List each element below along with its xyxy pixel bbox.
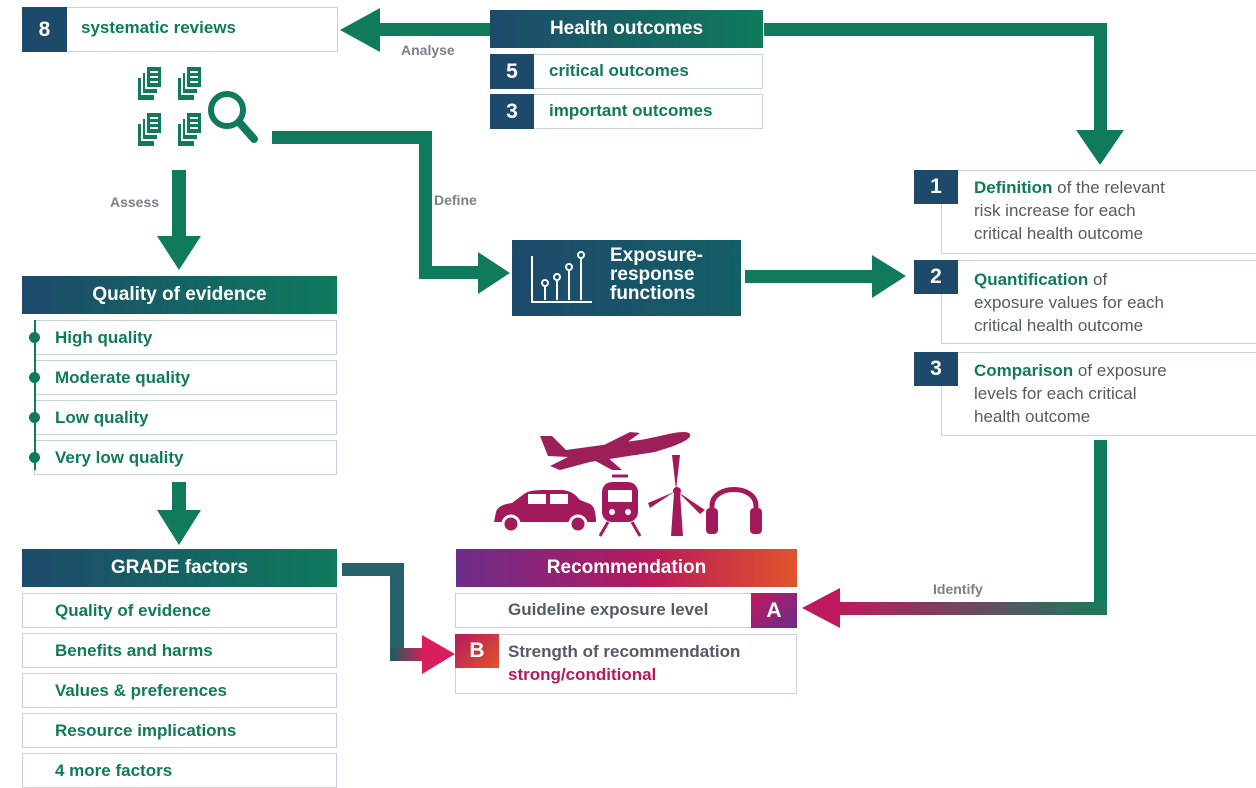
critical-outcomes-box: [490, 54, 763, 89]
health-outcomes-header: Health outcomes: [490, 10, 763, 48]
important-outcomes-count: 3: [490, 94, 534, 129]
analyse-arrow: [340, 8, 490, 52]
step-2-number: 2: [914, 260, 958, 294]
step-3-rest: of exposure: [1073, 361, 1167, 380]
step-3-text: Comparison of exposure levels for each c…: [974, 359, 1167, 428]
step-3-line2: levels for each critical: [974, 384, 1137, 403]
step-3-box: [941, 352, 1256, 436]
grade-item: Values & preferences: [22, 673, 337, 708]
important-outcomes-box: [490, 94, 763, 129]
badge-b: B: [455, 634, 499, 668]
step-3-number: 3: [914, 352, 958, 386]
erf-line-3: functions: [610, 283, 696, 304]
critical-outcomes-count: 5: [490, 54, 534, 89]
grade-item: 4 more factors: [22, 753, 337, 788]
define-label: Define: [434, 192, 477, 208]
quality-to-grade-arrow: [157, 482, 201, 545]
quality-item: Very low quality: [34, 440, 337, 475]
analyse-label: Analyse: [401, 42, 455, 58]
identify-arrow: [802, 440, 1107, 628]
outcomes-to-steps-arrow: [764, 23, 1124, 165]
identify-label: Identify: [933, 581, 983, 597]
systematic-reviews-label: systematic reviews: [81, 18, 236, 37]
bullet-line: [34, 320, 36, 470]
step-2-box: [941, 260, 1256, 344]
step-2-line2: exposure values for each: [974, 293, 1164, 312]
badge-a: A: [751, 593, 797, 628]
strength-value: strong/conditional: [508, 665, 657, 684]
define-arrow: [272, 131, 510, 294]
guideline-label: Guideline exposure level: [508, 600, 709, 619]
grade-item: Benefits and harms: [22, 633, 337, 668]
quality-of-evidence-header: Quality of evidence: [22, 276, 337, 314]
step-1-line2: risk increase for each: [974, 201, 1136, 220]
grade-to-b-arrow: [342, 563, 455, 674]
systematic-reviews-count: 8: [22, 7, 67, 52]
step-2-text: Quantification of exposure values for ea…: [974, 268, 1164, 337]
guideline-box: [455, 593, 797, 628]
assess-label: Assess: [110, 194, 160, 210]
grade-item: Quality of evidence: [22, 593, 337, 628]
step-1-bold: Definition: [974, 178, 1053, 197]
step-3-bold: Comparison: [974, 361, 1074, 380]
assess-arrow: [157, 170, 201, 270]
step-1-rest: of the relevant: [1052, 178, 1165, 197]
strength-box: [455, 634, 797, 694]
step-2-bold: Quantification: [974, 270, 1089, 289]
critical-outcomes-label: critical outcomes: [549, 61, 689, 80]
step-1-line3: critical health outcome: [974, 224, 1144, 243]
erf-to-step2-arrow: [745, 255, 906, 298]
grade-item: Resource implications: [22, 713, 337, 748]
grade-factors-header: GRADE factors: [22, 549, 337, 587]
important-outcomes-label: important outcomes: [549, 101, 713, 120]
exposure-response-label: Exposure- response functions: [610, 246, 703, 303]
quality-item: High quality: [34, 320, 337, 355]
step-2-line3: critical health outcome: [974, 316, 1144, 335]
erf-line-1: Exposure-: [610, 245, 703, 266]
systematic-reviews-box: [22, 7, 338, 52]
step-1-text: Definition of the relevant risk increase…: [974, 176, 1165, 245]
step-2-rest: of: [1088, 270, 1108, 289]
step-1-number: 1: [914, 170, 958, 204]
recommendation-header: Recommendation: [456, 549, 797, 587]
step-3-line3: health outcome: [974, 407, 1091, 426]
strength-label: Strength of recommendation: [508, 642, 741, 661]
quality-item: Low quality: [34, 400, 337, 435]
quality-item: Moderate quality: [34, 360, 337, 395]
step-1-box: [941, 170, 1256, 254]
erf-line-2: response: [610, 264, 695, 285]
